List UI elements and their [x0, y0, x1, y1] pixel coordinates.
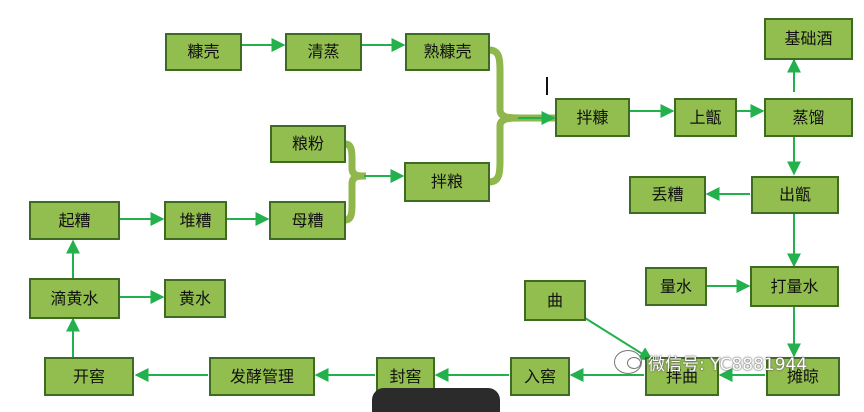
node-shukangke: 熟糠壳	[405, 33, 490, 71]
node-bankang: 拌糠	[555, 98, 630, 137]
node-daliangshui: 打量水	[750, 266, 839, 307]
node-zhengliu: 蒸馏	[764, 98, 853, 137]
node-banliang: 拌粮	[404, 162, 490, 202]
node-muzao: 母糟	[269, 201, 346, 240]
node-liangfen: 粮粉	[270, 125, 346, 163]
merge-band-right	[488, 46, 556, 186]
node-qu: 曲	[524, 280, 586, 321]
node-shangzeng: 上甑	[674, 98, 737, 137]
node-liangshui: 量水	[645, 267, 707, 306]
node-rujiao: 入窖	[510, 357, 570, 396]
node-kaijiao: 开窖	[44, 357, 134, 396]
arrow-qu-banqu	[584, 317, 654, 361]
node-tanliang: 摊晾	[766, 357, 840, 396]
node-chuzeng: 出甑	[751, 176, 839, 214]
node-qizao: 起糟	[29, 201, 120, 240]
connectors	[66, 38, 801, 382]
watermark-text: 微信号: YC8881944	[648, 354, 808, 375]
wechat-icon	[614, 350, 642, 374]
merge-band-left	[344, 140, 367, 224]
node-banqu: 拌曲	[645, 357, 719, 396]
text-cursor-icon	[546, 77, 548, 95]
node-qingzheng: 清蒸	[285, 33, 362, 71]
flowchart: 糠壳 清蒸 熟糠壳 拌糠 上甑 蒸馏 基础酒 粮粉 拌粮 出甑 丢糟 起糟 堆糟…	[29, 18, 853, 412]
node-duizao: 堆糟	[164, 201, 227, 240]
node-dihuangshui: 滴黄水	[29, 278, 120, 319]
node-diuzao: 丢糟	[629, 176, 706, 214]
node-kangke: 糠壳	[165, 33, 242, 71]
node-fajiaoguanli: 发酵管理	[209, 357, 315, 396]
node-jichujiu: 基础酒	[764, 18, 853, 60]
watermark: 微信号: YC8881944	[614, 350, 808, 375]
overlay-tab[interactable]	[372, 388, 500, 412]
node-huangshui: 黄水	[164, 279, 226, 318]
